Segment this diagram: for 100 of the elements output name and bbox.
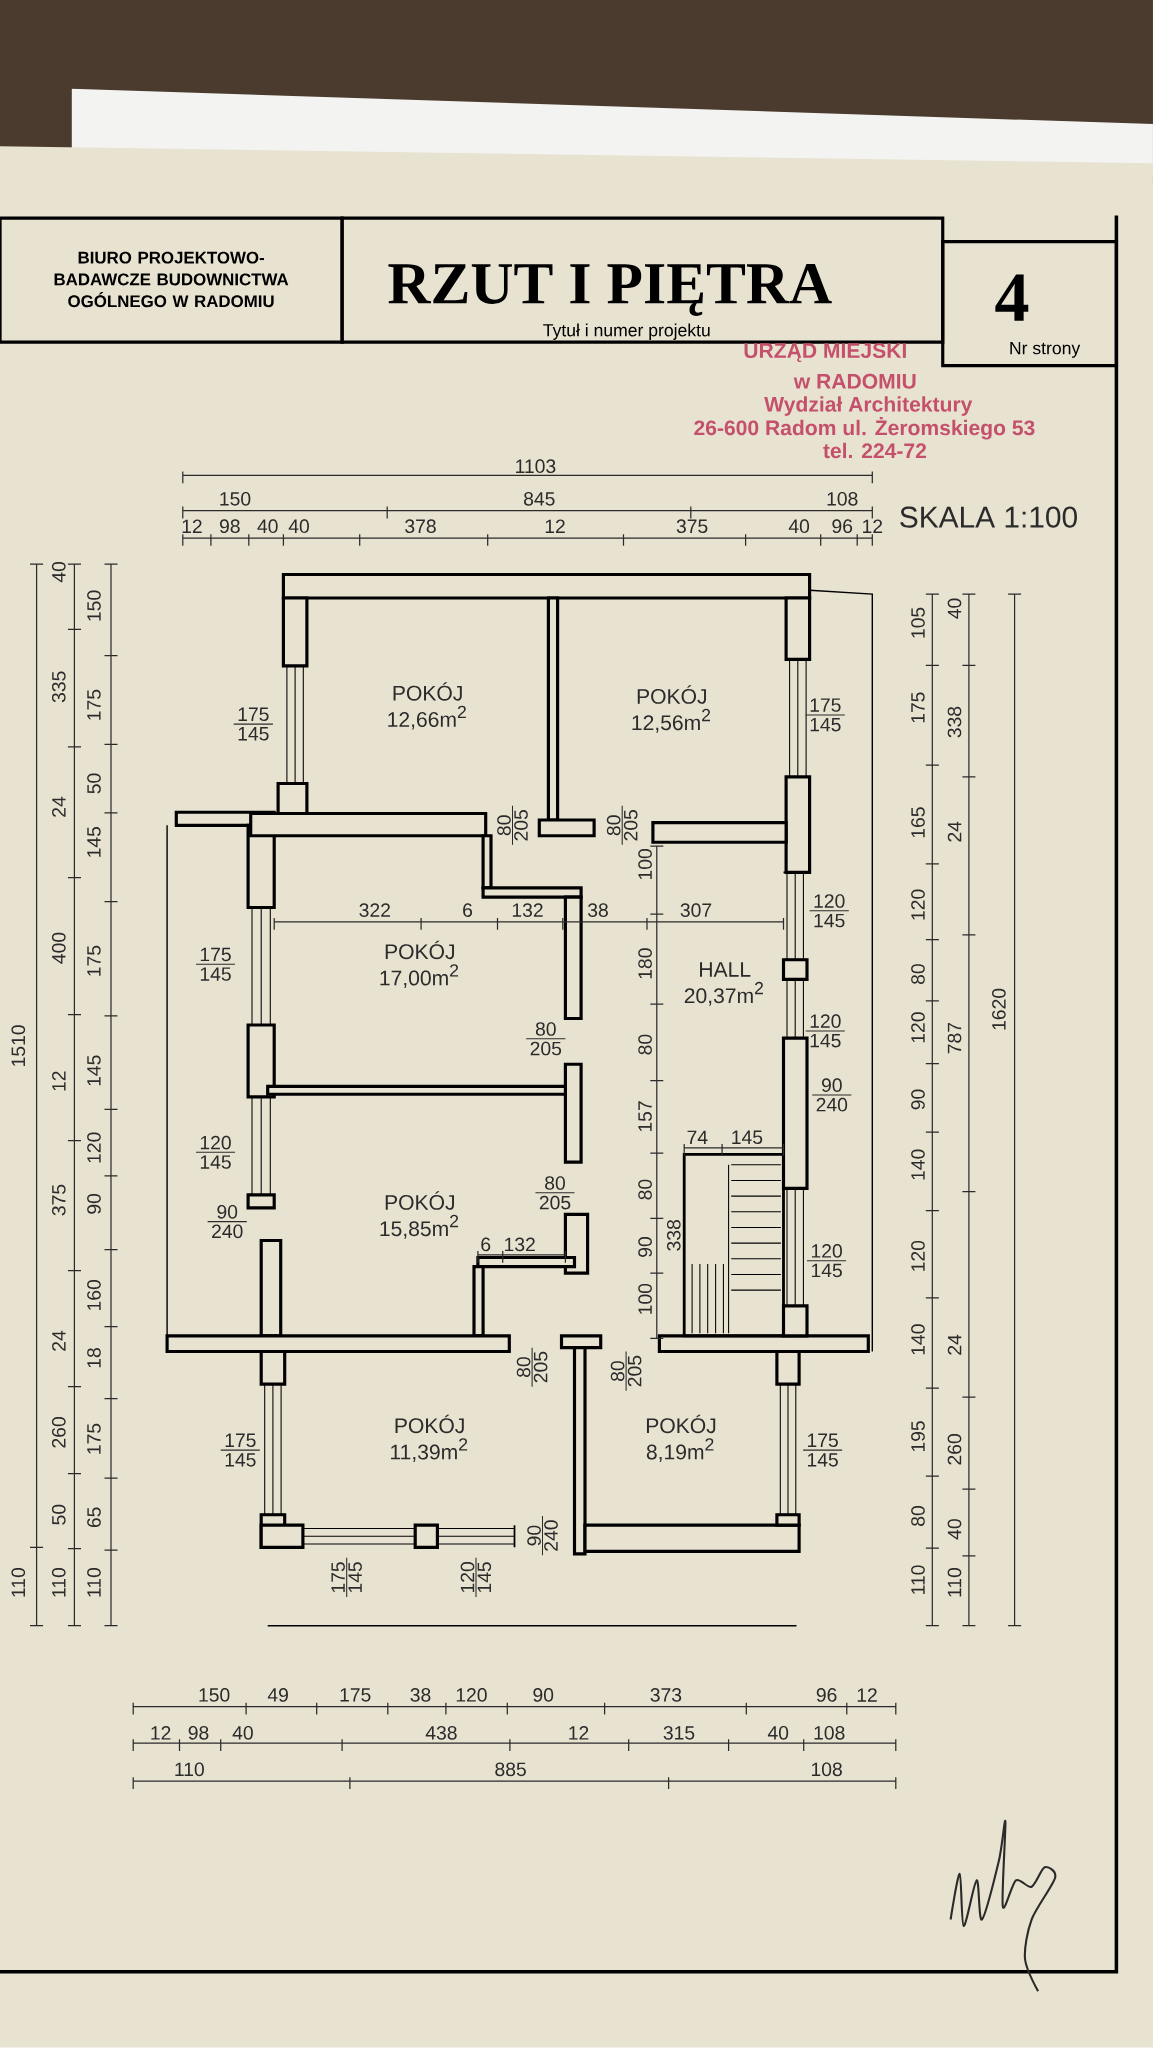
dimension-label: 145 (810, 1034, 841, 1048)
dimension-label: 205 (623, 810, 638, 841)
dimension-label: 90 (217, 1204, 238, 1219)
dimension-label: 40 (232, 1725, 253, 1740)
dimension-label: 80 (535, 1022, 556, 1036)
dimension-label: 338 (666, 1220, 681, 1251)
dimension-label: 378 (405, 519, 436, 534)
dimension-label: 400 (51, 932, 66, 964)
dimension-label: 145 (225, 1453, 256, 1467)
room-label: POKÓJ 17,00m$^{2}$ (380, 940, 459, 988)
dimension-label: 338 (947, 706, 962, 738)
dimension-label: 145 (238, 727, 269, 741)
dimension-label: 65 (87, 1507, 101, 1528)
dimension-label: 24 (947, 821, 962, 842)
dimension-label: 12 (182, 519, 202, 533)
dimension-label: 175 (810, 698, 841, 712)
dimension-label: 120 (460, 1562, 475, 1593)
dimension-label: 38 (410, 1688, 431, 1702)
dimension-label: 845 (524, 491, 555, 506)
dimension-label: 205 (530, 1041, 562, 1056)
dimension-label: 49 (267, 1688, 288, 1702)
dimension-label: 12 (52, 1071, 66, 1091)
dimension-label: 145 (814, 913, 845, 928)
dimension-label: 205 (539, 1195, 571, 1210)
dimension-label: 1510 (11, 1025, 26, 1066)
room-label: POKÓJ 12,66m$^{2}$ (388, 682, 466, 730)
dimension-label: 120 (911, 1240, 925, 1271)
dimension-label: 90 (638, 1237, 652, 1257)
dimension-label: 145 (732, 1130, 763, 1145)
dimension-label: 90 (527, 1525, 541, 1546)
dimension-label: 40 (947, 598, 962, 619)
room-label: HALL 20,37m$^{2}$ (684, 962, 763, 1006)
dimension-label: 120 (456, 1688, 487, 1702)
dimension-label: 140 (911, 1149, 925, 1180)
dimension-label: 120 (814, 894, 845, 908)
dimension-label: 12 (569, 1726, 589, 1740)
dimension-label: 145 (87, 1055, 101, 1086)
dimension-label: 175 (340, 1688, 371, 1702)
dimension-label: 373 (650, 1688, 682, 1702)
dimension-label: 1620 (992, 988, 1006, 1030)
dimension-label: 50 (51, 1504, 66, 1525)
dimension-label: 40 (257, 519, 278, 534)
dimension-label: 165 (911, 807, 925, 838)
dimension-label: 6 (481, 1237, 491, 1252)
dimension-label: 145 (477, 1562, 492, 1593)
dimension-label: 110 (87, 1568, 101, 1597)
dimension-label: 108 (812, 1762, 842, 1777)
dimension-label: 175 (808, 1433, 838, 1448)
dimension-label: 260 (947, 1434, 962, 1465)
dimension-label: 175 (87, 689, 101, 720)
dimension-label: 307 (680, 903, 712, 917)
dimension-label: 108 (827, 491, 858, 506)
stamp-text: Wydział Architektury (764, 396, 973, 416)
title-block-cell: 4 Nr strony (941, 240, 1119, 368)
dimension-label: 12 (545, 519, 565, 533)
dimension-label: 175 (911, 692, 925, 723)
dimension-label: 6 (463, 903, 473, 917)
dimension-label: 108 (814, 1725, 845, 1740)
dimension-label: 12 (151, 1726, 171, 1740)
dimension-label: 100 (638, 849, 652, 880)
dimension-label: 160 (87, 1279, 101, 1310)
dimension-label: 24 (947, 1334, 962, 1355)
dimension-label: 96 (832, 519, 853, 534)
stamp-text: URZĄD MIEJSKI (744, 343, 906, 363)
dimension-label: 110 (175, 1762, 204, 1777)
dimension-label: 120 (911, 889, 925, 920)
dimension-label: 98 (219, 519, 240, 534)
dimension-label: 132 (512, 903, 543, 917)
dimension-label: 145 (808, 1453, 838, 1467)
stamp-text: 26-600 Radom ul. Żeromskiego 53 (694, 417, 1035, 440)
dimension-label: 100 (638, 1283, 652, 1314)
dimension-label: 40 (767, 1725, 789, 1740)
dimension-label: 40 (947, 1519, 962, 1540)
dimension-label: 240 (544, 1520, 558, 1551)
dimension-label: 375 (676, 519, 708, 534)
dimension-label: 140 (911, 1324, 925, 1355)
dimension-label: 175 (225, 1433, 256, 1448)
dimension-label: 120 (911, 1012, 925, 1043)
dimension-label: 175 (87, 945, 101, 976)
dimension-label: 120 (812, 1244, 842, 1258)
dimension-label: 145 (810, 718, 841, 732)
dimension-label: 40 (51, 561, 66, 583)
dimension-label: 205 (533, 1351, 548, 1383)
dimension-label: 120 (87, 1132, 101, 1163)
dimension-label: 110 (911, 1565, 925, 1594)
room-label: POKÓJ 15,85m$^{2}$ (380, 1191, 459, 1239)
stamp-text: w RADOMIU (793, 373, 916, 389)
dimension-label: 90 (533, 1688, 554, 1702)
dimension-label: 105 (911, 607, 925, 638)
dimension-label: 80 (606, 815, 621, 836)
dimension-label: 80 (610, 1361, 625, 1382)
dimension-label: 12 (857, 1688, 877, 1702)
dimension-label: 145 (200, 967, 231, 981)
dimension-label: 74 (687, 1130, 708, 1144)
dimension-label: 38 (588, 903, 608, 917)
dimension-label: 375 (51, 1184, 66, 1216)
dimension-label: 150 (87, 590, 101, 621)
dimension-label: 18 (87, 1348, 101, 1368)
dimension-label: 132 (505, 1237, 535, 1252)
dimension-label: 145 (812, 1263, 842, 1278)
